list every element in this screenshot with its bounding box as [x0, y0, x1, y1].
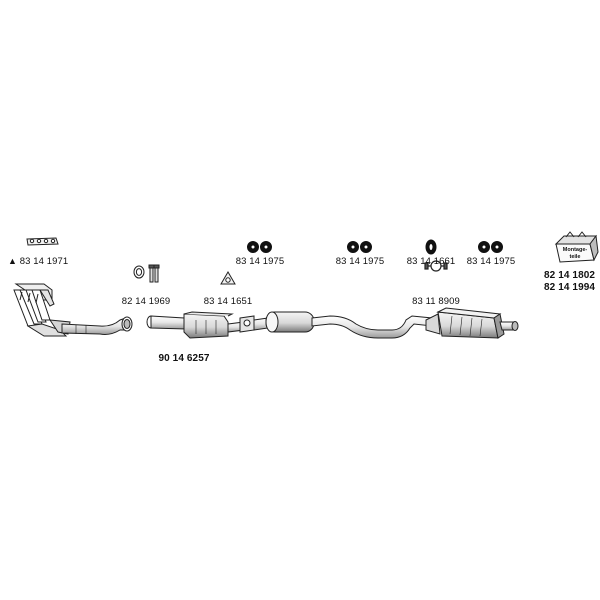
- rubber-mount-icon: [247, 241, 272, 253]
- rubber-mount-icon: [347, 241, 372, 253]
- ring-gasket-and-bolts-icon: [133, 264, 160, 283]
- part-number-mounting-kit-1: 82 14 1802: [544, 270, 596, 281]
- part-number-pipe-gasket: 82 14 1969: [121, 296, 171, 307]
- part-number-catalyst-gasket: 83 14 1651: [203, 296, 253, 307]
- hanger-ring-icon: [425, 239, 437, 255]
- front-pipe-with-catalyst: [146, 311, 255, 339]
- part-number-rubber-mount-3: 83 14 1975: [466, 256, 516, 267]
- part-number-rubber-mount-2: 83 14 1975: [335, 256, 385, 267]
- middle-muffler: [253, 311, 433, 339]
- part-number-rubber-mount-1: 83 14 1975: [235, 256, 285, 267]
- part-number-clamp: 83 11 8909: [412, 296, 460, 307]
- triangle-marker: ▲: [8, 256, 18, 266]
- part-number-mounting-kit-2: 82 14 1994: [544, 282, 596, 293]
- rear-muffler: [425, 307, 519, 339]
- svg-text:teile: teile: [569, 254, 580, 260]
- intermediate-pipe-1: [61, 316, 133, 335]
- mounting-kit-box-icon: Montage- teile: [554, 231, 599, 263]
- gasket-icon: [26, 237, 59, 246]
- part-number-hanger: 83 14 1661: [406, 256, 456, 267]
- rubber-mount-icon: [478, 241, 503, 253]
- clamp-icon: [424, 260, 448, 272]
- part-number-front-pipe: 90 14 6257: [158, 353, 210, 364]
- part-number-manifold: ▲ 83 14 1971: [8, 256, 69, 267]
- svg-text:Montage-: Montage-: [563, 247, 588, 253]
- triangle-gasket-icon: [220, 271, 236, 285]
